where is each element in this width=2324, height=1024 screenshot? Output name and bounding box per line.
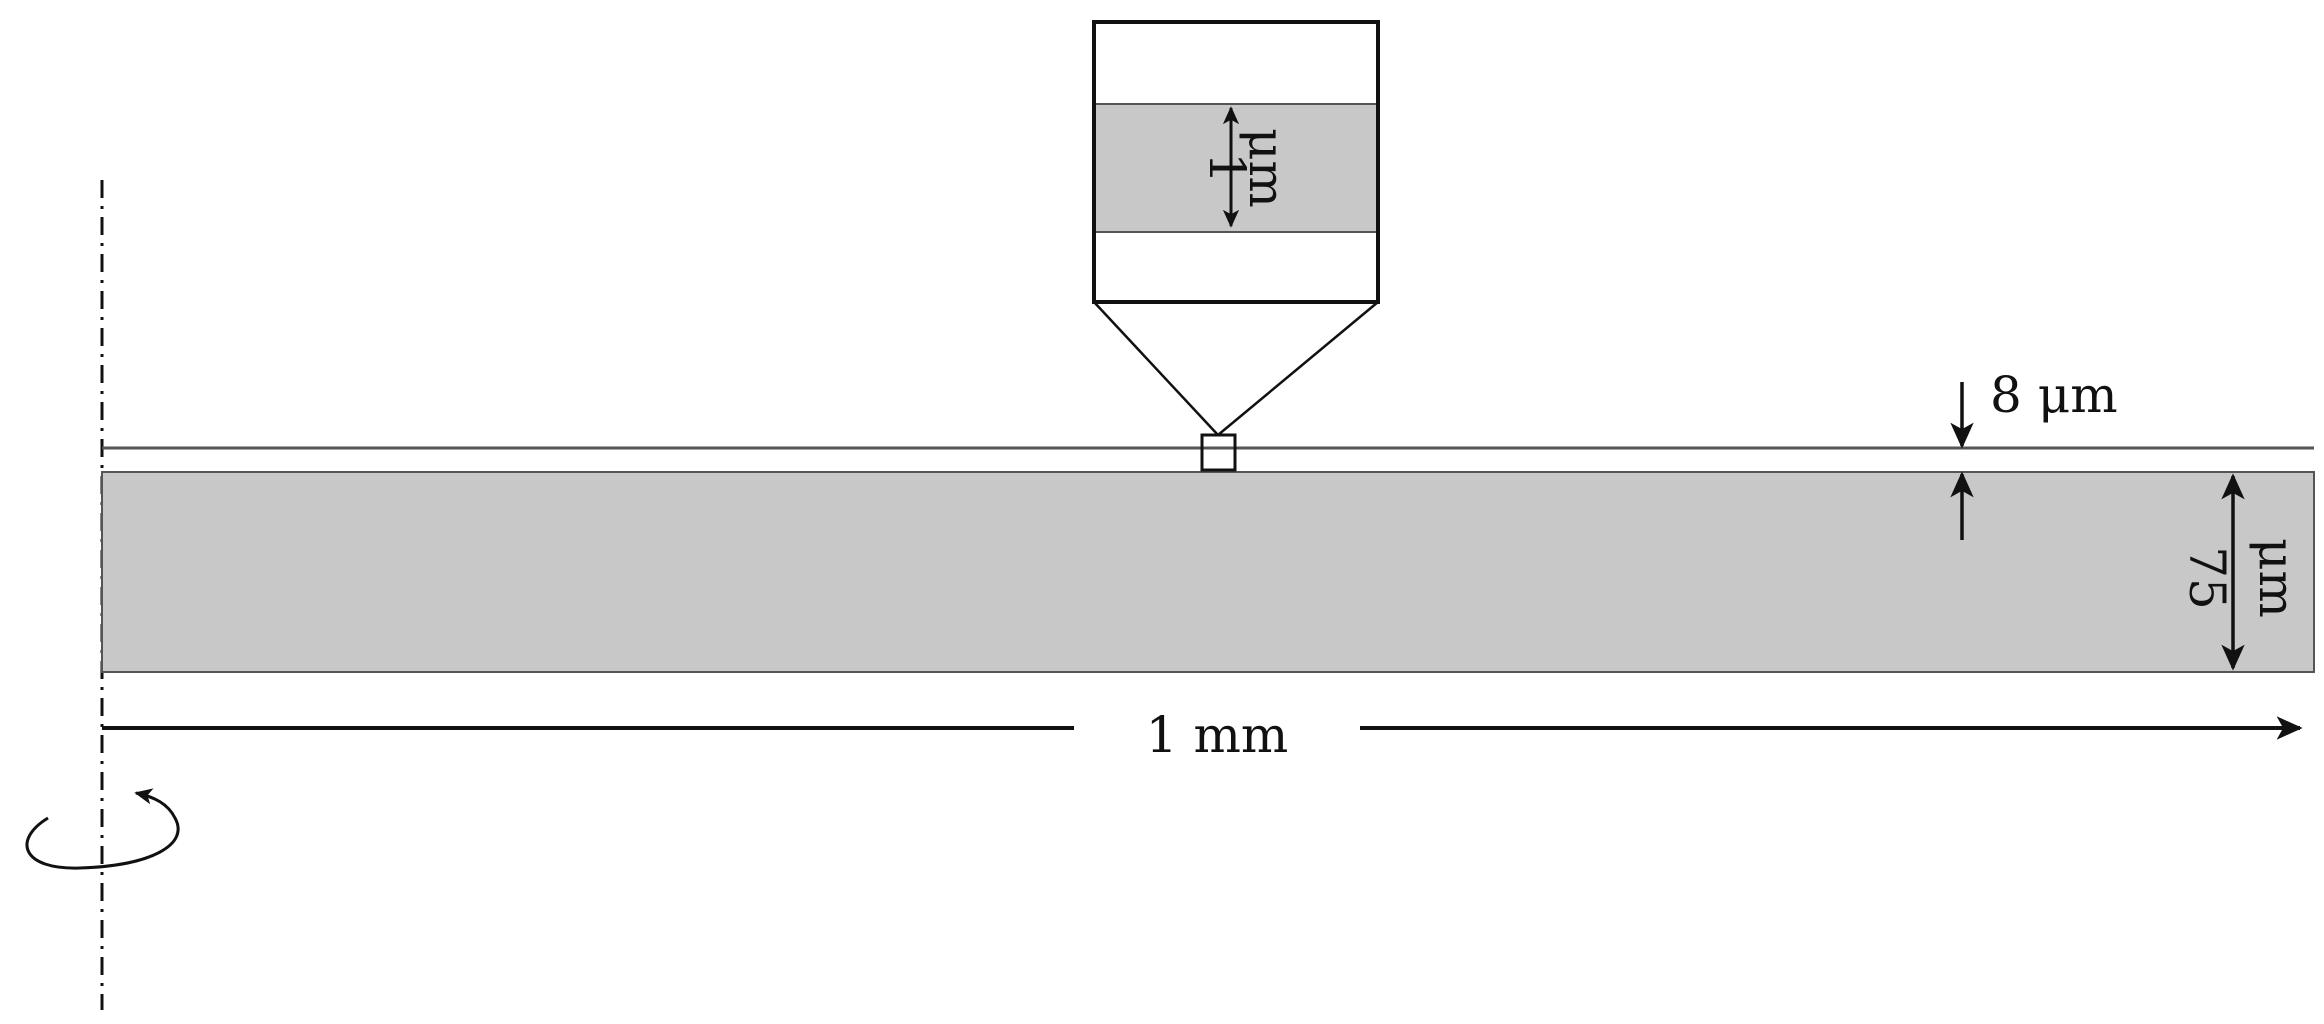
zoom-region-marker: [1200, 433, 1237, 472]
film-thickness-label: 8 μm: [1990, 366, 2118, 424]
substrate-thickness-unit: μm: [2248, 538, 2306, 618]
substrate-layer: [101, 471, 2315, 673]
zoom-line-left: [1093, 301, 1219, 436]
zoom-inset: 1 μm: [1092, 20, 1380, 304]
substrate-thickness-value: 75: [2178, 546, 2236, 610]
inset-frame: [1092, 20, 1380, 304]
zoom-line-right: [1217, 301, 1379, 436]
inset-thickness-unit: μm: [1238, 128, 1296, 208]
rotation-arrow-icon: [25, 788, 180, 870]
radius-label: 1 mm: [1146, 706, 1289, 764]
inset-thickness-value: 1: [1198, 152, 1256, 184]
